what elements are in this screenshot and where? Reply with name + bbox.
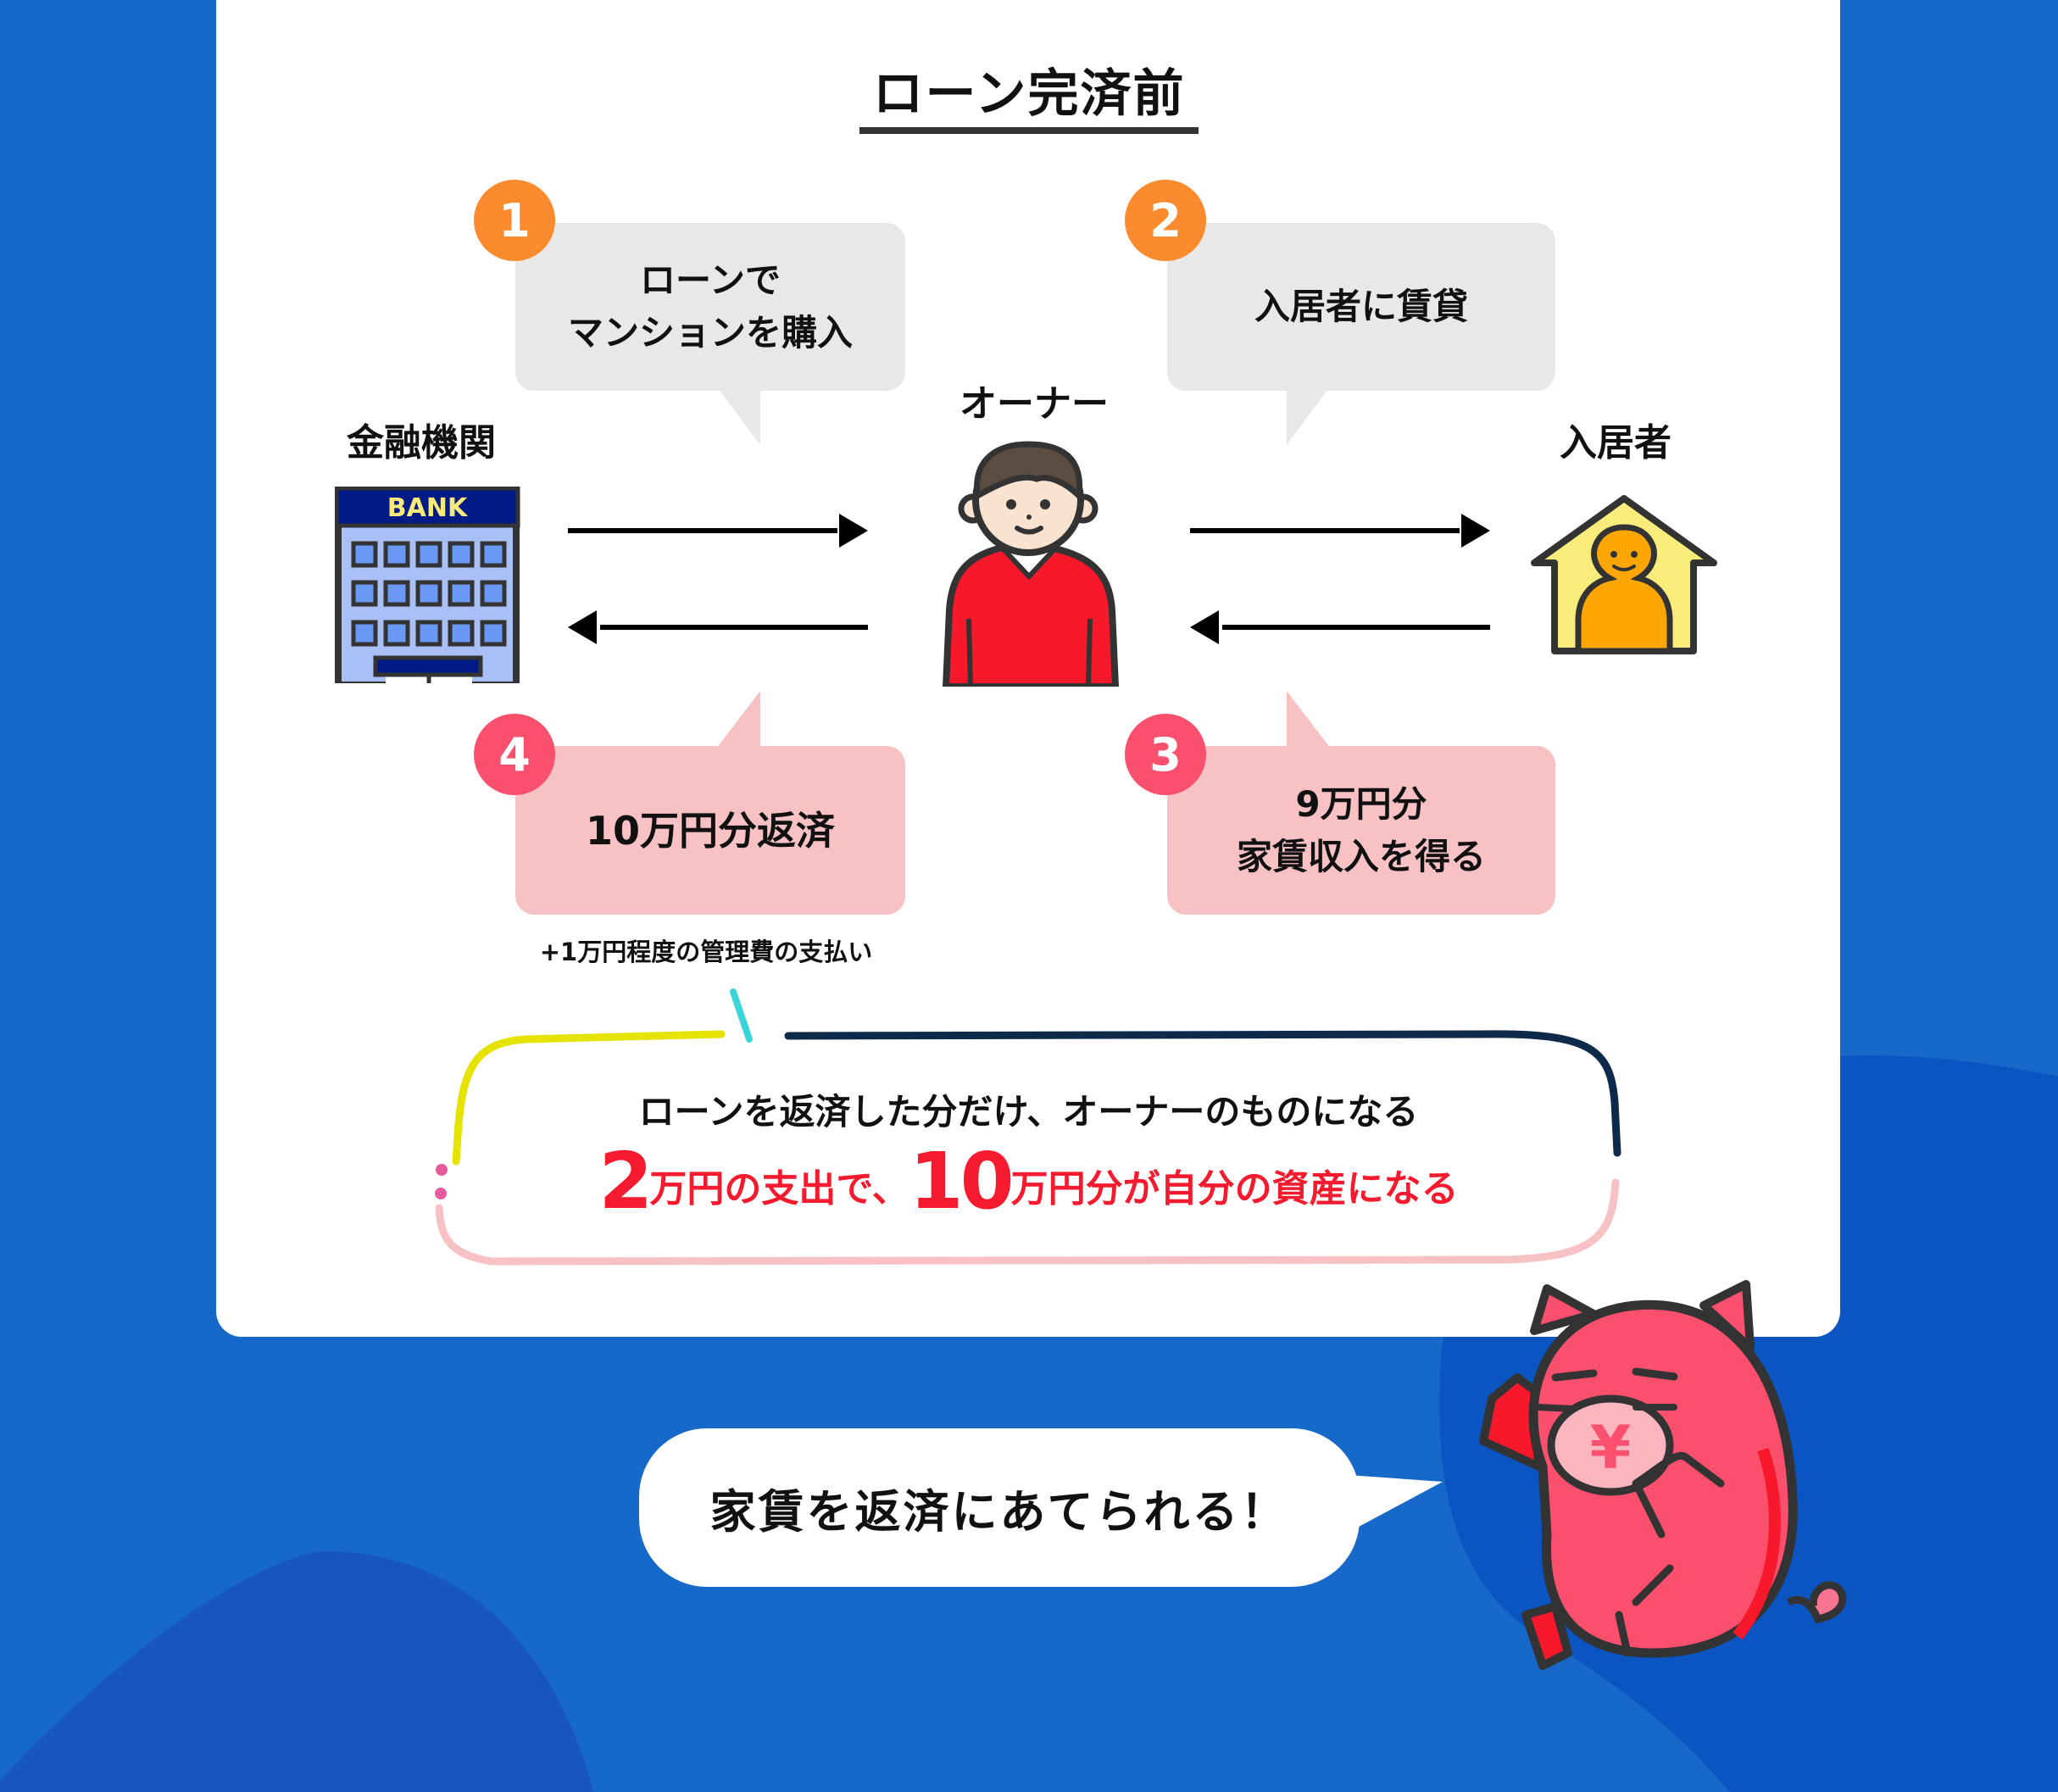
tenant-house-icon	[1531, 495, 1717, 654]
step1-badge: 1	[474, 180, 555, 261]
bank-building-icon: BANK	[335, 487, 520, 683]
summary-frame	[435, 988, 1621, 1266]
title-underline	[859, 127, 1199, 134]
step1-bubble-tail	[716, 386, 760, 445]
expense-amount: 2	[598, 1136, 653, 1227]
step3-bubble-tail	[1287, 691, 1331, 749]
owner-label: オーナー	[959, 382, 1109, 426]
pig-mascot-icon: ¥	[1479, 1280, 1847, 1670]
step2-badge: 2	[1125, 180, 1206, 261]
step1-bubble: ローンで マンションを購入	[515, 223, 905, 391]
asset-amount: 10	[909, 1136, 1015, 1227]
step2-bubble: 入居者に賃貸	[1167, 223, 1555, 391]
bank-label: 金融機関	[347, 421, 496, 465]
arrows-owner-tenant	[1190, 514, 1490, 644]
speech-bubble: 家賃を返済にあてられる！	[639, 1428, 1360, 1587]
owner-person-icon	[942, 441, 1120, 687]
step4-bubble-tail	[716, 691, 760, 749]
page-title: ローン完済前	[872, 64, 1186, 124]
bank-sign-text: BANK	[387, 493, 469, 523]
step4-bubble: 10万円分返済	[515, 746, 905, 915]
step3-badge: 3	[1125, 714, 1206, 795]
summary-line2: 2万円の支出で、10万円分が自分の資産になる	[598, 1136, 1459, 1227]
step2-bubble-tail	[1287, 386, 1331, 445]
summary-line1: ローンを返済した分だけ、オーナーのものになる	[638, 1091, 1419, 1133]
tenant-label: 入居者	[1560, 421, 1671, 465]
speech-bubble-tail	[1348, 1475, 1443, 1533]
step4-badge: 4	[474, 714, 555, 795]
step3-bubble: 9万円分 家賃収入を得る	[1167, 746, 1555, 915]
svg-text:¥: ¥	[1590, 1413, 1632, 1483]
arrows-bank-owner	[568, 514, 868, 644]
management-fee-note: +1万円程度の管理費の支払い	[539, 938, 873, 966]
